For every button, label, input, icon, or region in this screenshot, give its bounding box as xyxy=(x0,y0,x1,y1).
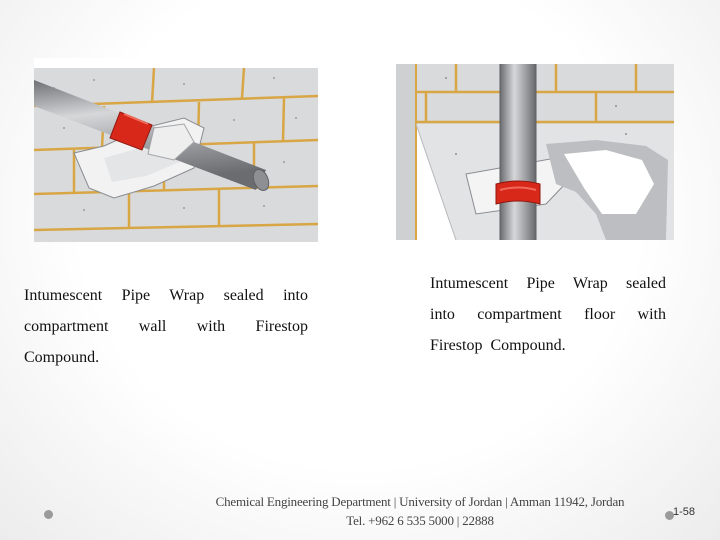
right-footer-dot xyxy=(665,511,674,520)
pipe-wall-drawing xyxy=(34,58,318,242)
page-number: 1-58 xyxy=(673,506,696,518)
pipe-floor-drawing xyxy=(396,64,674,240)
left-footer-dot xyxy=(44,510,53,519)
footer: Chemical Engineering Department | Univer… xyxy=(150,492,690,530)
footer-line-department: Chemical Engineering Department | Univer… xyxy=(215,494,625,509)
pipe-floor-illustration xyxy=(396,64,674,240)
footer-line-phone: Tel. +962 6 535 5000 | 22888 xyxy=(346,513,494,528)
left-caption: Intumescent Pipe Wrap sealed into compar… xyxy=(24,287,308,367)
right-caption: Intumescent Pipe Wrap sealed into compar… xyxy=(430,275,666,355)
pipe-wall-illustration xyxy=(34,58,318,242)
